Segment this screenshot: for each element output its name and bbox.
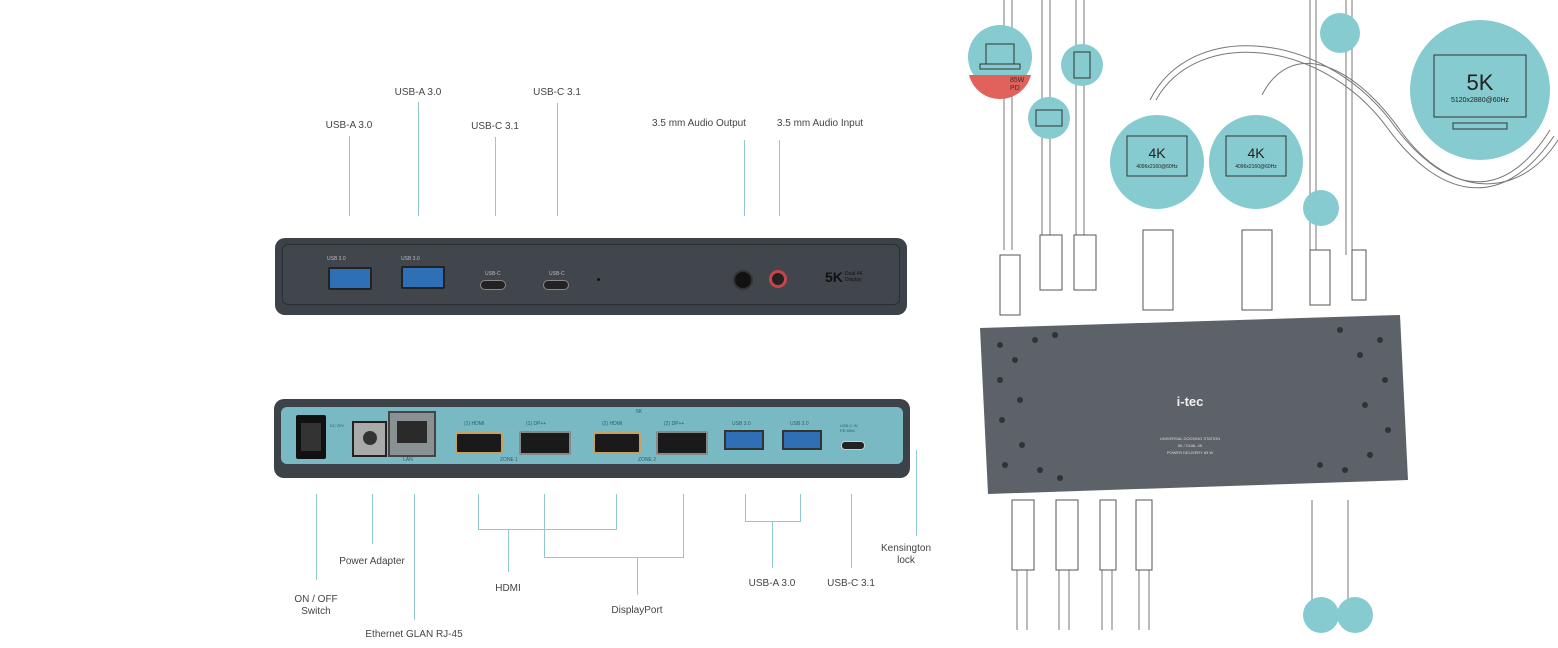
monitor1-resolution: 4096x2160@60Hz <box>1136 164 1178 170</box>
port-label: USB-C <box>485 271 501 277</box>
zone-label: ZONE 1 <box>500 457 519 463</box>
label-rear-usb-c: USB-C 3.1 <box>827 578 875 589</box>
leader-line <box>683 494 684 558</box>
usb-a-port <box>328 267 372 290</box>
connectors <box>999 229 1367 571</box>
usb-c-port <box>841 441 865 450</box>
leader-line <box>557 103 558 216</box>
usb-c-port <box>480 280 506 290</box>
device-caption: UNIVERSAL DOCKING STATION <box>1160 436 1220 441</box>
power-switch <box>296 415 326 459</box>
port-label: USB 3.0 <box>327 256 346 262</box>
leader-line <box>779 140 780 216</box>
laptop-power-text: 85W <box>1010 77 1025 84</box>
audio-input-jack <box>769 270 787 288</box>
itec-logo: i-tec <box>1177 394 1204 409</box>
label-front-usb-c-1: USB-C 3.1 <box>471 121 519 132</box>
label-hdmi: HDMI <box>495 583 521 594</box>
docking-station-top: i-tec UNIVERSAL DOCKING STATION 5K / DUA… <box>980 315 1408 494</box>
leader-line <box>414 494 415 620</box>
leader-line <box>745 494 746 522</box>
dock-rear-panel: DC 20V LAN (1) HDMI (1) DP++ ZONE 1 (2) … <box>274 399 910 478</box>
5k-label: 5K <box>636 409 643 415</box>
leader-line <box>800 494 801 522</box>
port-label: USB-C IN PD 65W <box>840 423 858 433</box>
leader-line <box>372 494 373 544</box>
label-front-usb-c-2: USB-C 3.1 <box>533 87 581 98</box>
monitor3-title: 5K <box>1467 70 1494 95</box>
leader-line <box>316 494 317 580</box>
port-label: DC 20V <box>330 423 345 428</box>
label-front-usb-a-1: USB-A 3.0 <box>325 120 373 131</box>
power-led <box>597 278 600 281</box>
usb-a-port <box>782 430 822 450</box>
hdmi-port <box>455 432 503 454</box>
label-ethernet: Ethernet GLAN RJ-45 <box>365 629 463 640</box>
rj45-port <box>388 411 436 457</box>
label-audio-output: 3.5 mm Audio Output <box>652 118 746 129</box>
leader-line <box>616 494 617 530</box>
monitor2-title: 4K <box>1247 145 1265 161</box>
hdmi-port <box>593 432 641 454</box>
label-line: Kensington <box>880 543 932 554</box>
leader-line <box>637 557 638 595</box>
dc-power-jack <box>352 421 387 457</box>
power-delivery-segment <box>969 75 1031 100</box>
port-label: USB-C <box>549 271 565 277</box>
device-icons <box>979 43 1527 177</box>
leader-line <box>916 450 917 536</box>
leader-line <box>772 521 773 568</box>
dock-front-panel: USB 3.0 USB 3.0 USB-C USB-C 5K Dual 4K D… <box>275 238 907 315</box>
usb-a-port <box>724 430 764 450</box>
leader-line <box>495 137 496 216</box>
port-label: (2) HDMI <box>602 421 623 427</box>
label-audio-input: 3.5 mm Audio Input <box>776 118 864 129</box>
leader-line <box>544 494 545 558</box>
device-caption: POWER DELIVERY 65 W <box>1167 450 1214 455</box>
monitor2-resolution: 4096x2160@60Hz <box>1235 164 1277 170</box>
monitor1-title: 4K <box>1148 145 1166 161</box>
label-rear-usb-a: USB-A 3.0 <box>748 578 796 589</box>
leader-line <box>478 494 479 530</box>
port-label: (1) DP++ <box>526 421 547 427</box>
leader-line <box>544 557 684 558</box>
label-power-adapter: Power Adapter <box>339 556 405 567</box>
label-front-usb-a-2: USB-A 3.0 <box>394 87 442 98</box>
label-line: Switch <box>301 606 331 617</box>
leader-line <box>418 102 419 216</box>
monitor3-resolution: 5120x2880@60Hz <box>1451 97 1510 104</box>
leader-line <box>745 521 801 522</box>
usb-a-port <box>401 266 445 289</box>
laptop-pd-text: PD <box>1010 85 1020 92</box>
audio-output-jack <box>733 270 753 290</box>
leader-line <box>744 140 745 216</box>
port-label: USB 3.0 <box>790 421 809 427</box>
label-line: lock <box>897 555 915 566</box>
displayport-port <box>519 431 571 455</box>
port-label: USB 3.0 <box>401 256 420 262</box>
5k-badge: 5K <box>825 269 843 285</box>
port-label: LAN <box>403 457 413 463</box>
leader-line <box>478 529 617 530</box>
leader-line <box>508 529 509 572</box>
zone-label: ZONE 2 <box>638 457 657 463</box>
port-label: USB 3.0 <box>732 421 751 427</box>
displayport-port <box>656 431 708 455</box>
label-line: ON / OFF <box>294 594 338 605</box>
label-displayport: DisplayPort <box>611 605 663 616</box>
leader-line <box>851 494 852 568</box>
leader-line <box>349 136 350 216</box>
connection-illustration: 85W PD 4K 4096x2160@60Hz 4K 4096x2160@60… <box>968 0 1558 633</box>
5k-badge-subtitle: Dual 4K Display <box>845 271 863 283</box>
usb-c-port <box>543 280 569 290</box>
device-caption: 5K / DUAL 4K <box>1178 443 1203 448</box>
port-label: (2) DP++ <box>664 421 685 427</box>
port-label: (1) HDMI <box>464 421 485 427</box>
